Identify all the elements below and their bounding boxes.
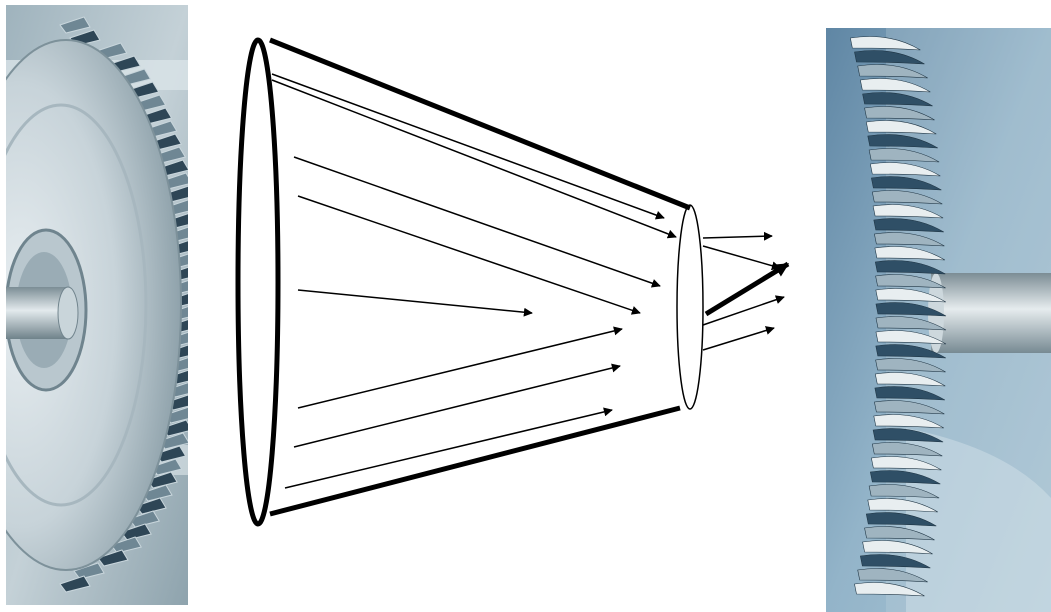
nozzle-lower-wall (270, 408, 680, 514)
outflow-arrow (703, 236, 772, 238)
outflow-arrows (703, 236, 788, 350)
resultant-arrow (706, 264, 788, 314)
flow-arrow (272, 80, 676, 237)
flow-arrow (298, 329, 622, 408)
flow-arrow (285, 410, 612, 488)
outflow-arrow (703, 246, 780, 268)
outflow-arrow (703, 328, 774, 350)
flow-arrow (272, 74, 664, 218)
nozzle-upper-wall (270, 40, 690, 208)
outlet-ellipse (677, 205, 703, 409)
inlet-ellipse (238, 40, 278, 524)
flow-arrow (298, 290, 532, 313)
